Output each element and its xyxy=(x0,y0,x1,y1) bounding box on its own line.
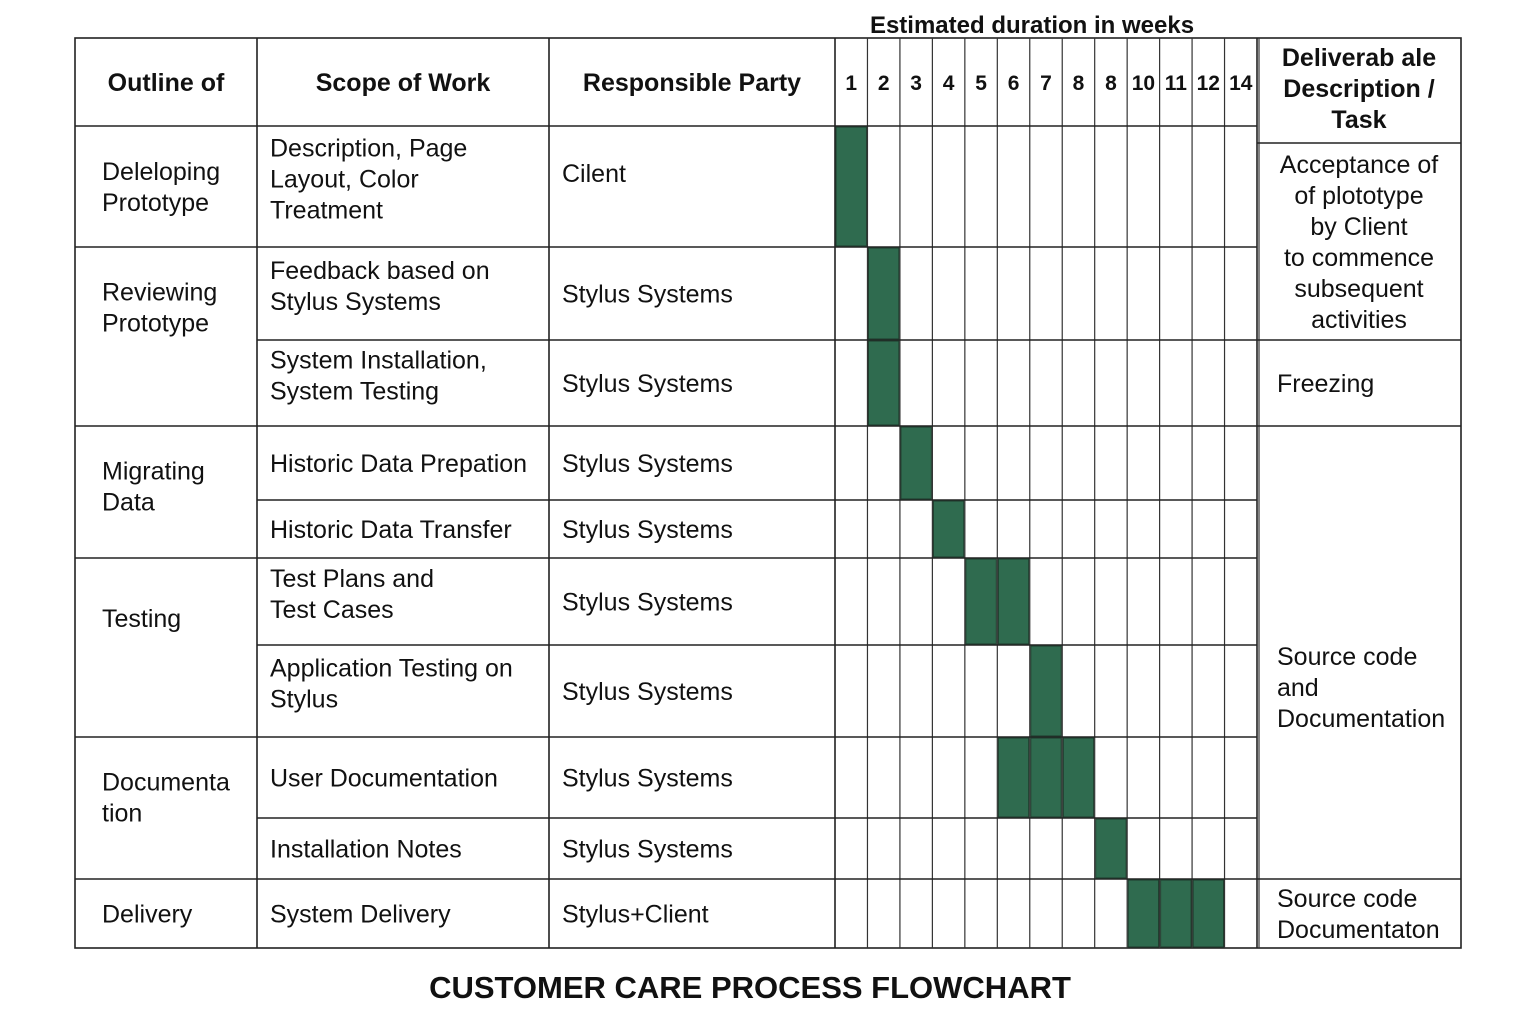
outline-label: Prototype xyxy=(102,189,209,217)
outline-label: Migrating xyxy=(102,458,205,486)
duration-bar xyxy=(1030,737,1062,818)
party-text: Stylus Systems xyxy=(562,281,733,309)
column-header-scope: Scope of Work xyxy=(316,69,491,97)
deliverable-text: of plototype xyxy=(1294,182,1423,210)
table-border xyxy=(74,37,1462,949)
scope-text: Description, Page xyxy=(270,135,467,163)
duration-bar xyxy=(1030,645,1062,737)
deliverable-text: by Client xyxy=(1310,213,1407,241)
outline-label: Testing xyxy=(102,605,181,633)
table-text: Outline of Scope of Work Responsible Party… xyxy=(102,44,1445,944)
outline-label: Data xyxy=(102,489,155,517)
duration-bar xyxy=(1095,818,1127,879)
week-label: 10 xyxy=(1132,72,1155,95)
table-grid xyxy=(74,37,1462,949)
week-label: 7 xyxy=(1040,72,1052,95)
scope-text: System Installation, xyxy=(270,347,487,375)
scope-text: Test Cases xyxy=(270,596,394,624)
column-header-outline: Outline of xyxy=(108,69,225,97)
scope-text: Stylus Systems xyxy=(270,288,441,316)
party-text: Stylus Systems xyxy=(562,678,733,706)
column-header-party: Responsible Party xyxy=(583,69,801,97)
week-label: 8 xyxy=(1105,72,1117,95)
party-text: Stylus Systems xyxy=(562,765,733,793)
scope-text: System Testing xyxy=(270,378,439,406)
deliverable-text: Freezing xyxy=(1277,370,1374,398)
week-label: 5 xyxy=(975,72,987,95)
duration-bar xyxy=(1127,879,1160,948)
duration-bar xyxy=(900,426,932,500)
party-text: Stylus+Client xyxy=(562,901,709,929)
duration-bar xyxy=(1160,879,1192,948)
outline-label: Delivery xyxy=(102,901,193,929)
chart-title: CUSTOMER CARE PROCESS FLOWCHART xyxy=(429,970,1071,1005)
party-text: Stylus Systems xyxy=(562,589,733,617)
duration-bar xyxy=(867,247,900,340)
scope-text: System Delivery xyxy=(270,901,451,929)
week-label: 1 xyxy=(845,72,857,95)
scope-text: Installation Notes xyxy=(270,836,462,864)
duration-bar xyxy=(1192,879,1225,948)
party-text: Stylus Systems xyxy=(562,450,733,478)
duration-bar xyxy=(1062,737,1095,818)
duration-bars xyxy=(835,126,1225,948)
outline-label: Deleloping xyxy=(102,158,220,186)
duration-bar xyxy=(932,500,965,558)
outline-label: tion xyxy=(102,800,142,828)
scope-text: Historic Data Transfer xyxy=(270,516,512,544)
deliverable-text: Acceptance of xyxy=(1280,151,1438,179)
outline-label: Prototype xyxy=(102,310,209,338)
scope-text: Application Testing on xyxy=(270,655,513,683)
scope-text: Test Plans and xyxy=(270,565,434,593)
deliverable-text: Source code xyxy=(1277,885,1417,913)
duration-bar xyxy=(835,126,867,247)
week-label: 14 xyxy=(1229,72,1253,95)
duration-bar xyxy=(997,558,1030,645)
column-header-deliverable: Deliverab ale xyxy=(1282,44,1436,72)
week-label: 3 xyxy=(910,72,922,95)
week-label: 8 xyxy=(1073,72,1085,95)
scope-text: Historic Data Prepation xyxy=(270,450,527,478)
deliverable-text: Source code xyxy=(1277,643,1417,671)
deliverable-text: Documentation xyxy=(1277,705,1445,733)
week-label: 2 xyxy=(878,72,890,95)
deliverable-text: and xyxy=(1277,674,1319,702)
party-text: Stylus Systems xyxy=(562,836,733,864)
scope-text: Treatment xyxy=(270,197,383,225)
deliverable-text: subsequent xyxy=(1294,275,1423,303)
scope-text: Stylus xyxy=(270,686,338,714)
duration-header: Estimated duration in weeks xyxy=(870,12,1194,39)
party-text: Cilent xyxy=(562,160,626,188)
scope-text: Feedback based on xyxy=(270,257,490,285)
duration-bar xyxy=(867,340,900,426)
week-label: 11 xyxy=(1165,72,1188,95)
week-label: 4 xyxy=(943,72,955,95)
deliverable-text: Documentaton xyxy=(1277,916,1440,944)
scope-text: User Documentation xyxy=(270,765,498,793)
week-label: 6 xyxy=(1008,72,1020,95)
scope-text: Layout, Color xyxy=(270,166,419,194)
column-header-deliverable: Description / xyxy=(1283,75,1434,103)
week-label: 12 xyxy=(1197,72,1220,95)
outline-label: Reviewing xyxy=(102,279,217,307)
party-text: Stylus Systems xyxy=(562,370,733,398)
duration-bar xyxy=(997,737,1030,818)
deliverable-text: to commence xyxy=(1284,244,1434,272)
outline-label: Documenta xyxy=(102,769,230,797)
party-text: Stylus Systems xyxy=(562,516,733,544)
duration-bar xyxy=(965,558,997,645)
deliverable-text: activities xyxy=(1311,306,1407,334)
column-header-deliverable: Task xyxy=(1331,106,1386,134)
